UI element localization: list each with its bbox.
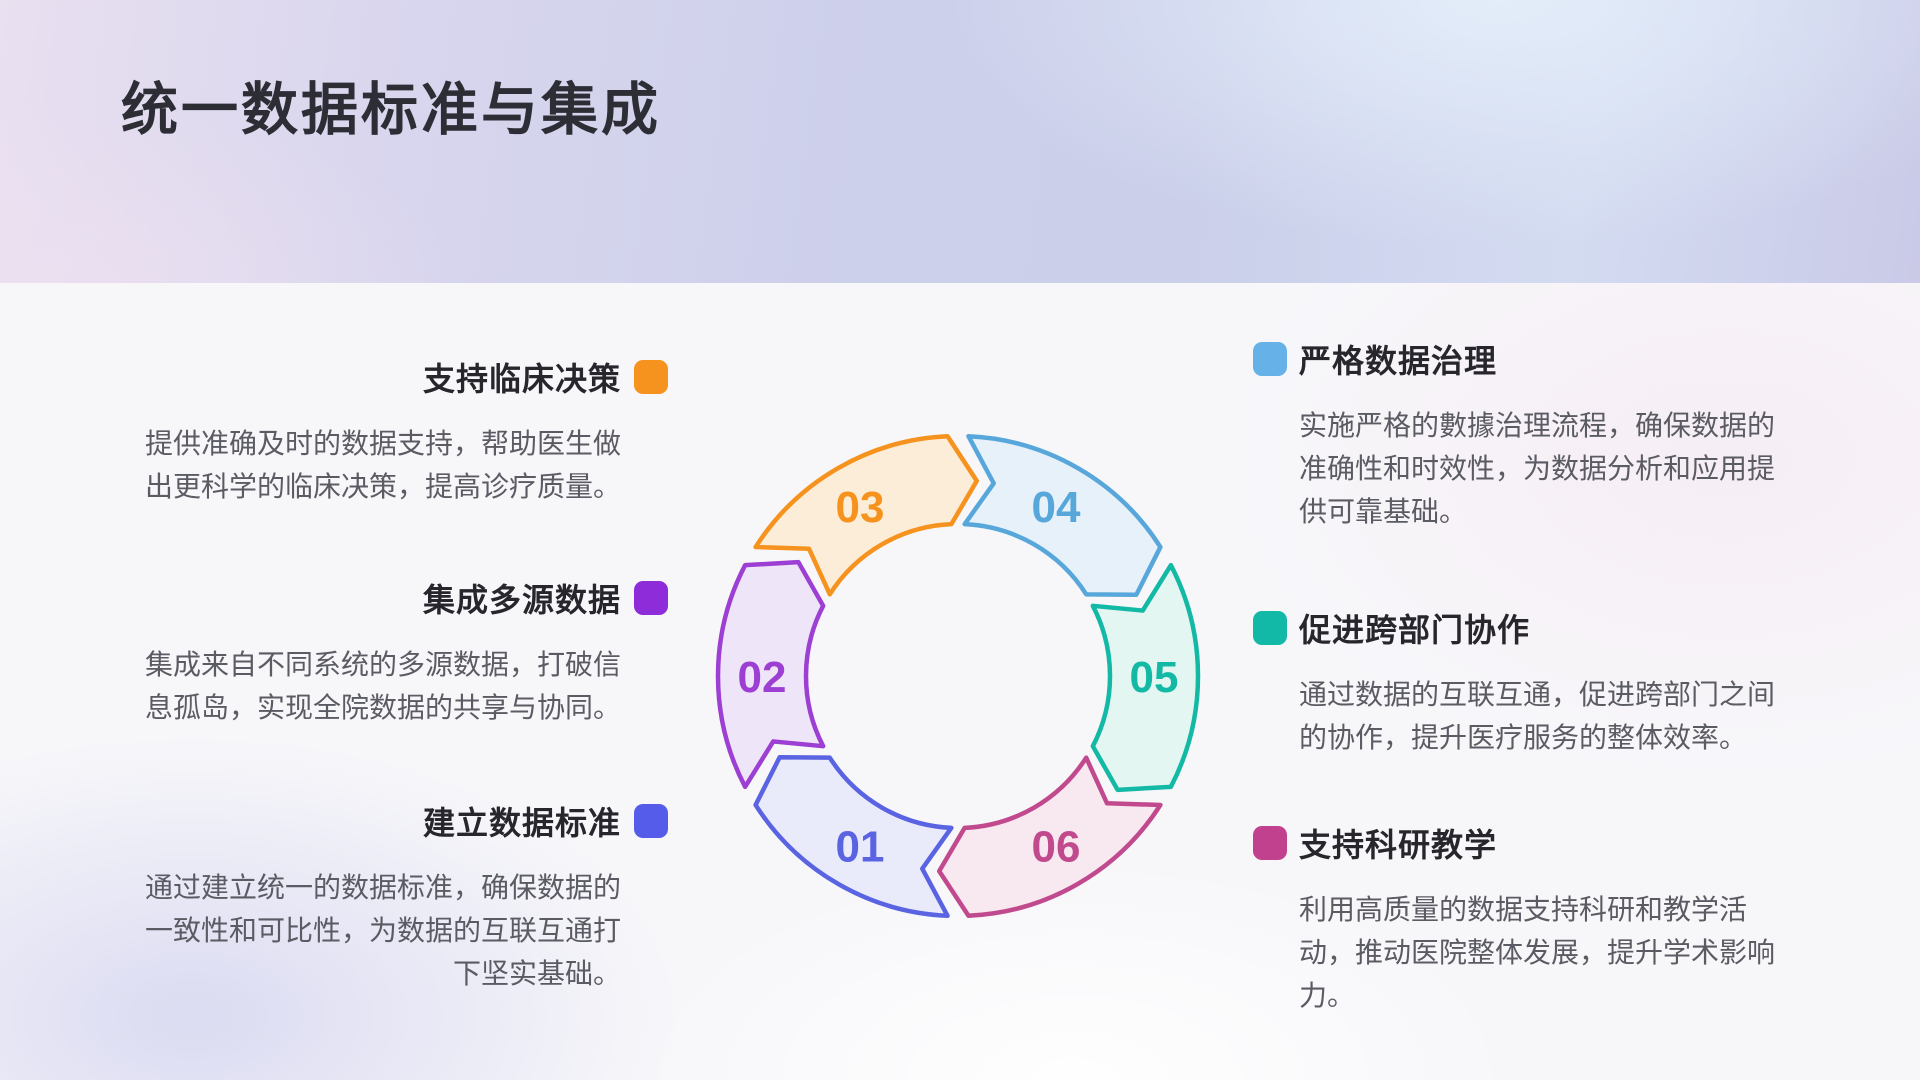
feature-header: 集成多源数据 xyxy=(123,581,668,618)
content-background xyxy=(0,283,1920,1080)
feature-header: 严格数据治理 xyxy=(1253,342,1801,379)
cycle-segment-06 xyxy=(936,755,1163,919)
feature-title: 支持科研教学 xyxy=(1299,827,1498,863)
cycle-segment-number-04: 04 xyxy=(1032,483,1081,532)
feature-description: 实施严格的數據治理流程，确保数据的准确性和时效性，为数据分析和应用提供可靠基础。 xyxy=(1299,410,1776,527)
bullet-square-icon xyxy=(634,581,668,615)
feature-description: 通过建立统一的数据标准，确保数据的一致性和可比性，为数据的互联互通打下坚实基础。 xyxy=(144,872,621,989)
feature-item-cross-department: 促进跨部门协作 通过数据的互联互通，促进跨部门之间的协作，提升医疗服务的整体效率… xyxy=(1253,611,1801,759)
cycle-segment-number-06: 06 xyxy=(1032,823,1081,872)
feature-title: 建立数据标准 xyxy=(422,805,621,841)
header-gradient-band xyxy=(0,0,1920,283)
cycle-diagram: 01 02 03 04 05 06 xyxy=(715,433,1201,919)
bullet-square-icon xyxy=(634,804,668,838)
feature-title: 集成多源数据 xyxy=(422,582,621,618)
feature-header: 支持临床决策 xyxy=(123,360,668,397)
cycle-segment-number-05: 05 xyxy=(1130,653,1179,702)
feature-header: 促进跨部门协作 xyxy=(1253,611,1801,648)
feature-header: 建立数据标准 xyxy=(123,804,668,841)
bullet-square-icon xyxy=(1253,826,1287,860)
feature-header: 支持科研教学 xyxy=(1253,826,1801,863)
cycle-segment-02 xyxy=(715,559,826,790)
feature-description: 提供准确及时的数据支持，帮助医生做出更科学的临床决策，提高诊疗质量。 xyxy=(144,428,621,502)
bullet-square-icon xyxy=(1253,342,1287,376)
cycle-segment-01 xyxy=(753,755,954,919)
feature-title: 严格数据治理 xyxy=(1299,343,1498,379)
feature-description: 通过数据的互联互通，促进跨部门之间的协作，提升医疗服务的整体效率。 xyxy=(1299,679,1776,753)
page-title: 统一数据标准与集成 xyxy=(121,78,661,142)
cycle-segment-number-01: 01 xyxy=(836,823,885,872)
cycle-segment-04 xyxy=(962,433,1163,597)
bullet-square-icon xyxy=(1253,611,1287,645)
feature-item-research-teaching: 支持科研教学 利用高质量的数据支持科研和教学活动，推动医院整体发展，提升学术影响… xyxy=(1253,826,1801,1017)
cycle-segment-03 xyxy=(753,433,980,597)
feature-item-data-standard: 建立数据标准 通过建立统一的数据标准，确保数据的一致性和可比性，为数据的互联互通… xyxy=(123,804,668,995)
cycle-segment-05 xyxy=(1090,562,1201,793)
feature-title: 促进跨部门协作 xyxy=(1299,612,1531,648)
feature-item-clinical-decision: 支持临床决策 提供准确及时的数据支持，帮助医生做出更科学的临床决策，提高诊疗质量… xyxy=(123,360,668,508)
cycle-segment-number-03: 03 xyxy=(836,483,885,532)
feature-item-data-governance: 严格数据治理 实施严格的數據治理流程，确保数据的准确性和时效性，为数据分析和应用… xyxy=(1253,342,1801,533)
cycle-segment-number-02: 02 xyxy=(738,653,787,702)
feature-item-multisource-data: 集成多源数据 集成来自不同系统的多源数据，打破信息孤岛，实现全院数据的共享与协同… xyxy=(123,581,668,729)
feature-description: 集成来自不同系统的多源数据，打破信息孤岛，实现全院数据的共享与协同。 xyxy=(144,649,621,723)
bullet-square-icon xyxy=(634,360,668,394)
feature-description: 利用高质量的数据支持科研和教学活动，推动医院整体发展，提升学术影响力。 xyxy=(1299,894,1776,1011)
feature-title: 支持临床决策 xyxy=(422,361,621,397)
